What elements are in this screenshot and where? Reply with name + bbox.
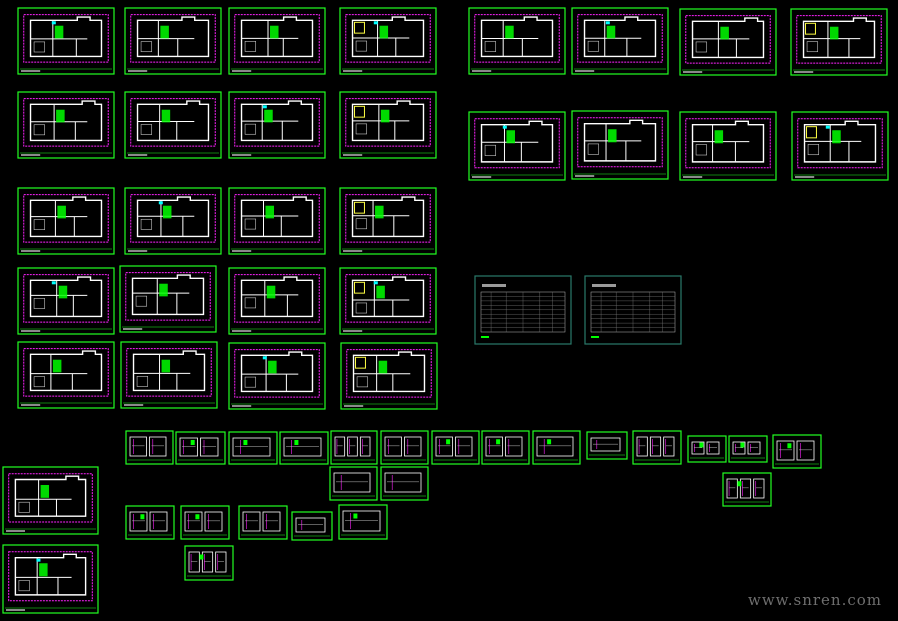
- detail-sheet[interactable]: [532, 430, 581, 465]
- sheet-border: [339, 187, 437, 255]
- floor-plan-sheet[interactable]: [120, 341, 218, 409]
- sheet-border: [228, 342, 326, 410]
- sheet-border: [571, 7, 669, 75]
- floor-plan-sheet[interactable]: [228, 91, 326, 159]
- floor-plan-sheet[interactable]: [791, 111, 889, 181]
- sheet-border: [228, 7, 326, 75]
- sheet-border: [679, 8, 777, 76]
- sheet-border: [120, 341, 218, 409]
- floor-plan-sheet[interactable]: [17, 341, 115, 409]
- detail-sheet[interactable]: [238, 505, 288, 540]
- detail-sheet[interactable]: [228, 431, 278, 465]
- sheet-border: [228, 187, 326, 255]
- detail-sheet[interactable]: [772, 434, 822, 469]
- sheet-border: [679, 111, 777, 181]
- detail-sheet[interactable]: [380, 430, 429, 465]
- sheet-border: [468, 111, 566, 181]
- detail-sheet[interactable]: [180, 505, 230, 540]
- sheet-border: [380, 466, 429, 501]
- detail-sheet[interactable]: [279, 431, 329, 465]
- floor-plan-sheet[interactable]: [339, 267, 437, 335]
- floor-plan-sheet[interactable]: [124, 7, 222, 75]
- floor-plan-sheet[interactable]: [228, 7, 326, 75]
- sheet-border: [329, 466, 378, 501]
- sheet-border: [790, 8, 888, 76]
- sheet-border: [279, 431, 329, 465]
- sheet-border: [586, 431, 628, 460]
- sheet-border: [2, 466, 99, 535]
- floor-plan-sheet[interactable]: [468, 111, 566, 181]
- sheet-border: [340, 342, 438, 410]
- floor-plan-sheet[interactable]: [2, 466, 99, 535]
- detail-sheet[interactable]: [184, 545, 234, 581]
- detail-sheet[interactable]: [481, 430, 530, 465]
- sheet-border: [228, 91, 326, 159]
- sheet-border: [119, 265, 217, 333]
- sheet-border: [571, 110, 669, 180]
- sheet-border: [339, 91, 437, 159]
- floor-plan-sheet[interactable]: [17, 7, 115, 75]
- detail-sheet[interactable]: [329, 466, 378, 501]
- sheet-border: [632, 430, 682, 465]
- floor-plan-sheet[interactable]: [17, 91, 115, 159]
- detail-sheet[interactable]: [380, 466, 429, 501]
- floor-plan-sheet[interactable]: [2, 544, 99, 614]
- floor-plan-sheet[interactable]: [228, 187, 326, 255]
- floor-plan-sheet[interactable]: [124, 91, 222, 159]
- floor-plan-sheet[interactable]: [119, 265, 217, 333]
- floor-plan-sheet[interactable]: [124, 187, 222, 255]
- detail-sheet[interactable]: [338, 504, 388, 540]
- sheet-border: [228, 431, 278, 465]
- sheet-border: [124, 7, 222, 75]
- sheet-border: [124, 187, 222, 255]
- floor-plan-sheet[interactable]: [339, 91, 437, 159]
- floor-plan-sheet[interactable]: [339, 187, 437, 255]
- detail-sheet[interactable]: [632, 430, 682, 465]
- sheet-border: [339, 267, 437, 335]
- sheet-border: [17, 187, 115, 255]
- detail-sheet[interactable]: [291, 511, 333, 541]
- detail-sheet[interactable]: [728, 435, 768, 463]
- detail-sheet[interactable]: [330, 430, 378, 465]
- floor-plan-sheet[interactable]: [468, 7, 566, 75]
- sheet-border: [228, 267, 326, 335]
- detail-sheet[interactable]: [125, 505, 175, 540]
- sheet-border: [339, 7, 437, 75]
- floor-plan-sheet[interactable]: [228, 267, 326, 335]
- sheet-border: [17, 7, 115, 75]
- floor-plan-sheet[interactable]: [571, 7, 669, 75]
- floor-plan-sheet[interactable]: [679, 111, 777, 181]
- sheet-border: [124, 91, 222, 159]
- watermark-text: www.snren.com: [748, 591, 882, 609]
- floor-plan-sheet[interactable]: [790, 8, 888, 76]
- detail-sheet[interactable]: [125, 430, 174, 465]
- floor-plan-sheet[interactable]: [340, 342, 438, 410]
- floor-plan-sheet[interactable]: [228, 342, 326, 410]
- detail-sheet[interactable]: [586, 431, 628, 460]
- floor-plan-sheet[interactable]: [17, 187, 115, 255]
- floor-plan-sheet[interactable]: [17, 267, 115, 335]
- schedule-sheet[interactable]: [584, 275, 682, 345]
- sheet-border: [17, 91, 115, 159]
- detail-sheet[interactable]: [687, 435, 727, 463]
- floor-plan-sheet[interactable]: [571, 110, 669, 180]
- schedule-sheet[interactable]: [474, 275, 572, 345]
- sheet-border: [722, 472, 772, 507]
- sheet-border: [791, 111, 889, 181]
- detail-sheet[interactable]: [722, 472, 772, 507]
- detail-sheet[interactable]: [431, 430, 480, 465]
- detail-sheet[interactable]: [175, 431, 226, 465]
- sheet-border: [17, 267, 115, 335]
- sheet-border: [532, 430, 581, 465]
- sheet-border: [330, 430, 378, 465]
- floor-plan-sheet[interactable]: [339, 7, 437, 75]
- floor-plan-sheet[interactable]: [679, 8, 777, 76]
- sheet-border: [17, 341, 115, 409]
- sheet-border: [468, 7, 566, 75]
- sheet-border: [2, 544, 99, 614]
